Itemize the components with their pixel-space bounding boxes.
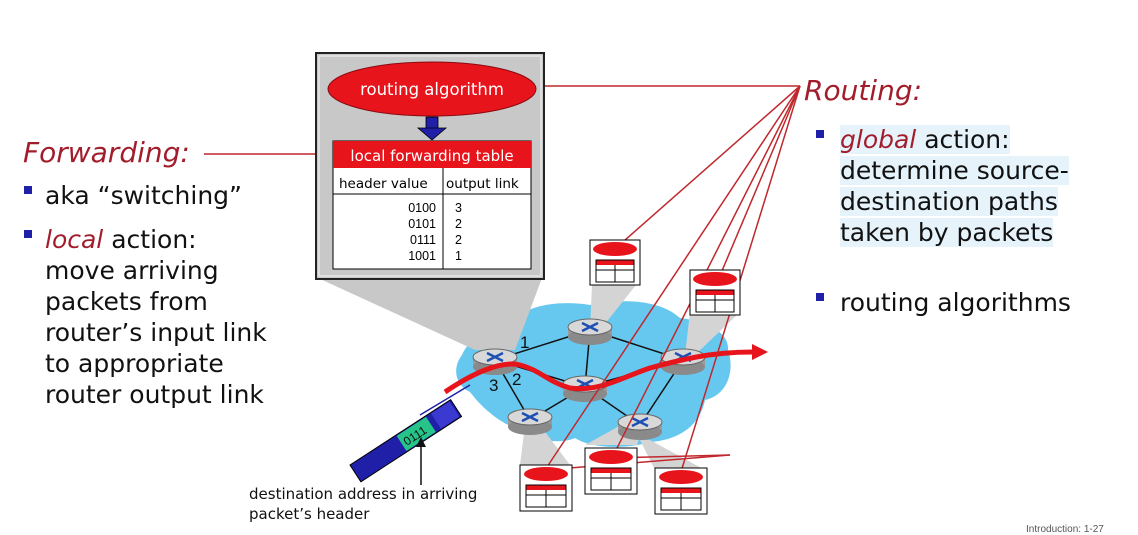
- bullet-icon: [816, 293, 824, 301]
- global-emphasis: global: [840, 125, 917, 154]
- packet-caption: destination address in arriving packet’s…: [249, 484, 477, 524]
- routing-bullet-2: routing algorithms: [840, 288, 1071, 317]
- table-row-header: 1001: [408, 249, 436, 263]
- forwarding-line-text: router output link: [45, 380, 264, 409]
- down-arrow-icon: [416, 116, 448, 141]
- bullet-icon: [24, 230, 32, 238]
- column-header-value: header value: [339, 176, 428, 192]
- local-emphasis: local: [45, 225, 104, 254]
- mini-table-5: [654, 467, 708, 515]
- mini-table-2: [689, 269, 741, 316]
- local-action-text: action:: [103, 225, 197, 254]
- port-label-3: 3: [489, 376, 498, 395]
- router-5: [507, 408, 553, 435]
- forwarding-line-text: router’s input link: [45, 318, 267, 347]
- table-row-header: 0100: [408, 201, 436, 215]
- router-control-box: routing algorithm local forwarding table…: [315, 52, 545, 280]
- port-label-1: 1: [520, 333, 529, 352]
- global-action-text: action:: [916, 125, 1010, 154]
- forwarding-table-title-bar: [333, 141, 531, 168]
- routing-line-text: destination paths: [840, 187, 1058, 216]
- table-row-link: 2: [455, 217, 462, 231]
- mini-cone-4: [520, 425, 570, 465]
- routing-line-text: taken by packets: [840, 218, 1054, 247]
- forwarding-line-text: packets from: [45, 287, 208, 316]
- mini-cone-1: [590, 285, 636, 330]
- packet-path-arrow: [443, 349, 753, 395]
- forwarding-table-title: local forwarding table: [350, 147, 513, 165]
- table-row-header: 0111: [410, 233, 436, 247]
- bullet-icon: [816, 130, 824, 138]
- arriving-packet: 0111: [349, 398, 463, 483]
- table-row-link: 3: [455, 201, 462, 215]
- packet-path-arrowhead: [752, 344, 768, 360]
- mini-table-3: [584, 447, 638, 495]
- table-row-header: 0101: [408, 217, 436, 231]
- bullet-icon: [24, 186, 32, 194]
- routing-algorithm-oval: [327, 61, 537, 117]
- routing-bullet-1-first-line: global action:: [840, 124, 1110, 155]
- routing-heading: Routing:: [804, 74, 923, 107]
- table-row-link: 2: [455, 233, 462, 247]
- caption-line: destination address in arriving: [249, 485, 478, 503]
- mini-table-1: [589, 239, 641, 286]
- packet-motion-line: [419, 384, 471, 416]
- mini-table-4: [519, 464, 573, 512]
- forwarding-bullet-1: aka “switching”: [45, 181, 242, 210]
- forwarding-bullet-2-first-line: local action:: [45, 224, 315, 255]
- caption-line: packet’s header: [249, 505, 370, 523]
- column-output-link: output link: [446, 176, 519, 192]
- router-2: [567, 318, 613, 345]
- forwarding-table-rows: 0100 3 0101 2 0111 2 1001 1: [408, 201, 462, 263]
- routing-bullet-1: global action: determine source- destina…: [840, 124, 1110, 248]
- slide-footer: Introduction: 1-27: [1026, 524, 1104, 535]
- forwarding-bullet-2: local action: move arriving packets from…: [45, 224, 315, 410]
- routing-line-text: determine source-: [840, 156, 1069, 185]
- table-row-link: 1: [455, 249, 462, 263]
- callout-cone: [318, 278, 542, 350]
- caption-pointer-head: [416, 437, 426, 447]
- routing-algorithm-label: routing algorithm: [360, 80, 504, 99]
- forwarding-line-text: move arriving: [45, 256, 219, 285]
- forwarding-line-text: to appropriate: [45, 349, 224, 378]
- forwarding-heading: Forwarding:: [23, 136, 190, 169]
- router-6: [617, 413, 663, 440]
- mini-cone-5: [640, 440, 705, 470]
- port-label-2: 2: [512, 370, 521, 389]
